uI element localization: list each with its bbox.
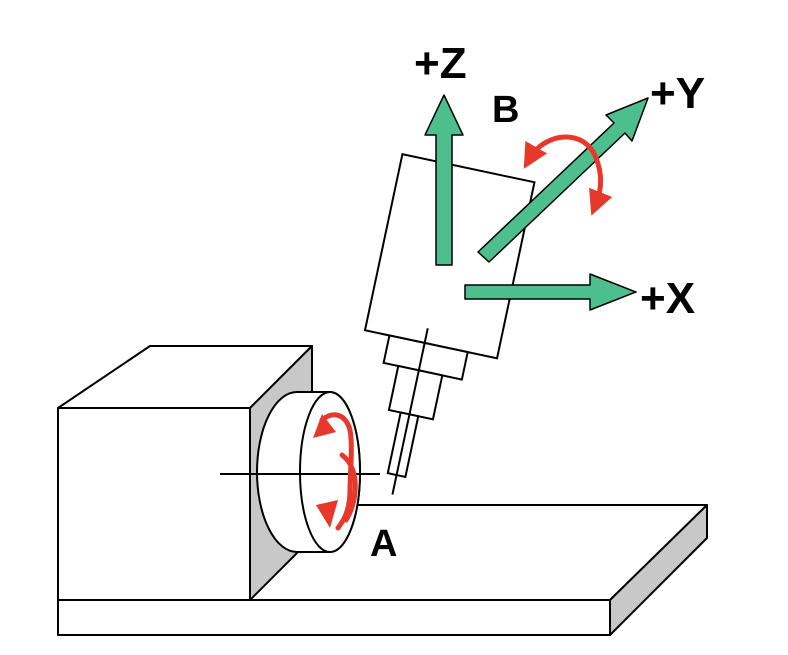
a-arrowhead-bottom-icon [316,500,338,528]
tool-holder [387,364,444,421]
a-rotation-arrow-head-upper-icon [319,412,354,531]
z-axis-arrow-icon [424,94,464,266]
b-rotation-arrow-icon [523,134,613,216]
x-axis-arrow-icon [464,273,637,311]
table-side [609,504,708,636]
a-arrowhead-top-icon [313,414,336,438]
z-axis-label: +Z [414,39,467,88]
spindle-head [363,153,536,495]
a-axis-label: A [370,523,397,565]
x-axis-label: +X [640,274,695,323]
b-axis-label: B [492,89,519,131]
spindle-centerline [391,328,429,495]
a-rotation-arrow-icon [339,452,358,523]
headstock-front [57,407,251,601]
table-front [57,599,611,636]
y-axis-label: +Y [650,69,705,118]
